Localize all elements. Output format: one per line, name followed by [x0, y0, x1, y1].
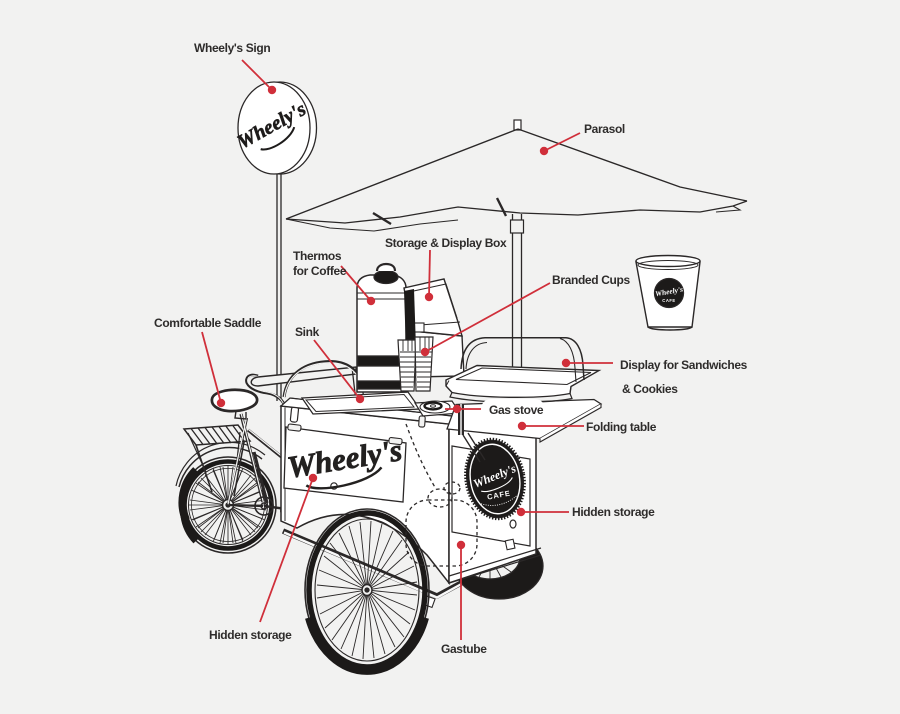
svg-text:for Coffee: for Coffee [293, 264, 347, 278]
svg-text:Gas stove: Gas stove [489, 403, 544, 417]
svg-text:Gastube: Gastube [441, 642, 487, 656]
svg-text:Hidden storage: Hidden storage [572, 505, 655, 519]
svg-text:Sink: Sink [295, 325, 320, 339]
svg-text:Display for Sandwiches: Display for Sandwiches [620, 358, 748, 372]
svg-text:CAFE: CAFE [486, 489, 511, 502]
svg-text:Wheely's Sign: Wheely's Sign [194, 41, 270, 55]
svg-text:Comfortable Saddle: Comfortable Saddle [154, 316, 262, 330]
svg-text:Storage & Display Box: Storage & Display Box [385, 236, 507, 250]
svg-text:CAFE: CAFE [662, 298, 675, 303]
svg-text:Thermos: Thermos [293, 249, 342, 263]
svg-text:Hidden storage: Hidden storage [209, 628, 292, 642]
svg-text:Folding table: Folding table [586, 420, 657, 434]
svg-text:Branded Cups: Branded Cups [552, 273, 630, 287]
svg-text:Parasol: Parasol [584, 122, 625, 136]
svg-text:& Cookies: & Cookies [622, 382, 678, 396]
